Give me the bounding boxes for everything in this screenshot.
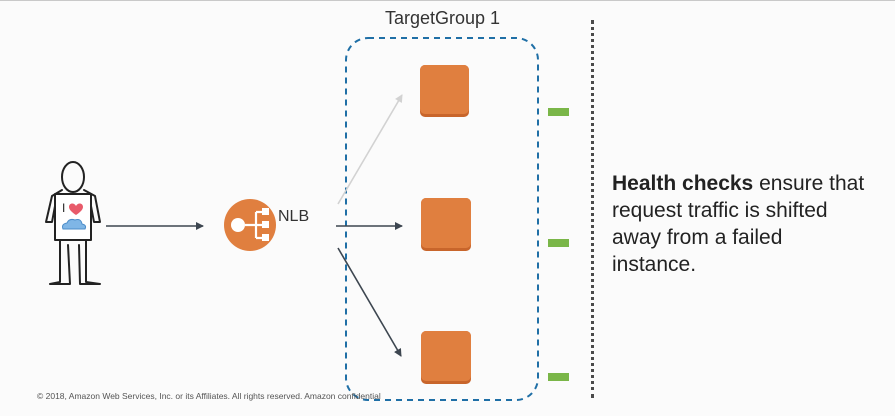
arrow-nlb-to-instance-1 xyxy=(337,94,403,205)
dotted-divider xyxy=(591,20,594,398)
health-indicator-2 xyxy=(548,239,569,247)
health-indicator-1 xyxy=(548,108,569,116)
copyright-footer: © 2018, Amazon Web Services, Inc. or its… xyxy=(37,391,381,401)
note-bold-text: Health checks xyxy=(612,172,754,195)
health-indicator-3 xyxy=(548,373,569,381)
user-shirt-letter: I xyxy=(62,201,65,215)
instance-1 xyxy=(420,65,469,117)
instance-2 xyxy=(421,198,471,251)
cloud-icon xyxy=(62,218,87,230)
heart-icon xyxy=(69,203,83,215)
load-balancer-label: NLB xyxy=(278,208,310,225)
arrow-nlb-to-instance-3 xyxy=(337,247,402,357)
note-body-text: ensure that request traffic is shifted a… xyxy=(612,172,865,276)
health-check-note: Health checks ensure that request traffi… xyxy=(612,170,872,278)
top-border xyxy=(0,0,895,1)
target-group-title: TargetGroup 1 xyxy=(385,8,501,28)
load-balancer-icon xyxy=(224,199,276,251)
target-group-border xyxy=(345,37,539,401)
instance-3 xyxy=(421,331,471,384)
